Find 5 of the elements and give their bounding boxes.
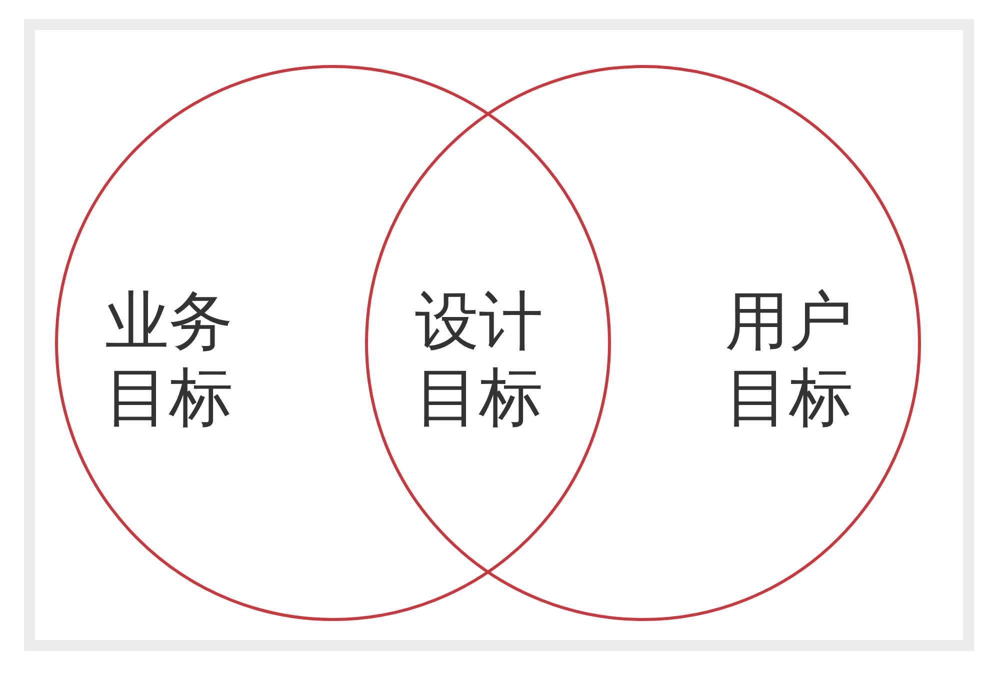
venn-circle — [365, 65, 921, 621]
venn-circle — [55, 65, 611, 621]
set-label: 用户目标 — [725, 284, 854, 436]
overlap-label: 设计目标 — [415, 284, 544, 436]
set-label: 业务目标 — [105, 284, 234, 436]
